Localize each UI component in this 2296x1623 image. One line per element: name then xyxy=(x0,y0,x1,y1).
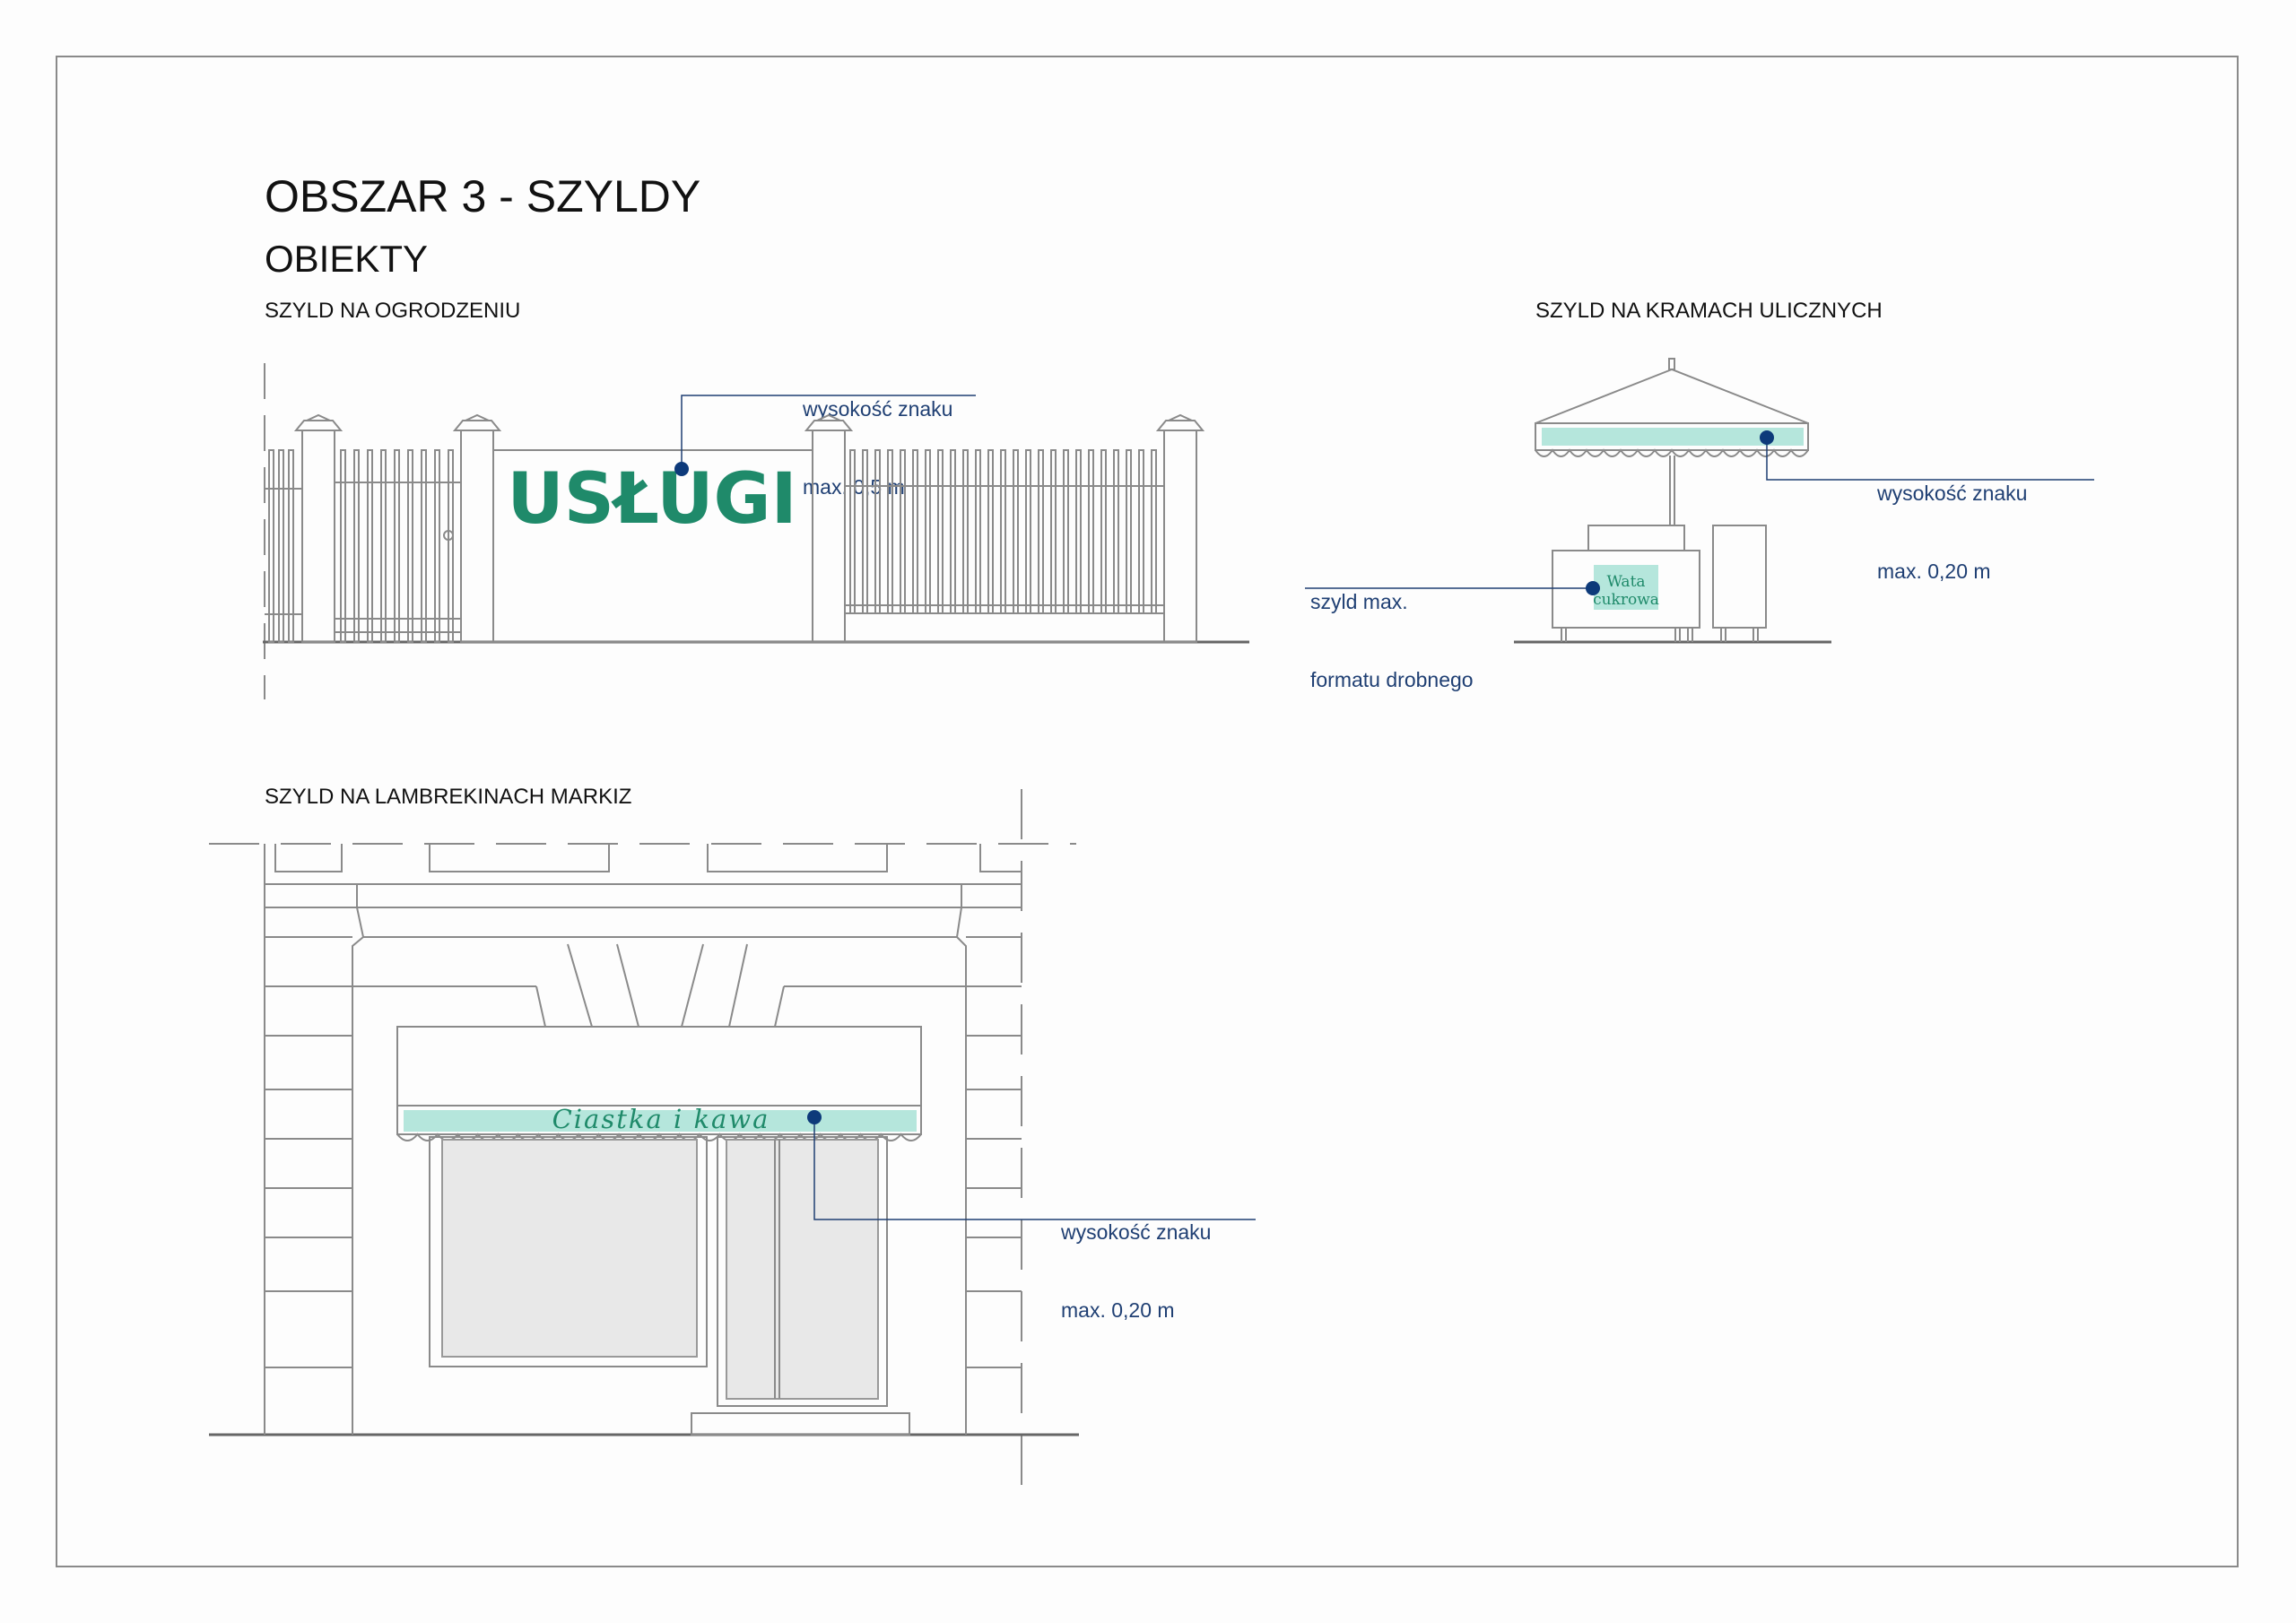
fence-picket xyxy=(912,449,918,614)
fence-picket xyxy=(937,449,944,614)
awning-sign-band xyxy=(404,1110,917,1132)
fence-drawing xyxy=(263,363,1249,699)
fence-picket xyxy=(900,449,906,614)
fence-pickets-left xyxy=(268,449,454,643)
awning-annotation: wysokość znaku max. 0,20 m xyxy=(1061,1167,1211,1350)
fence-picket xyxy=(407,449,413,643)
fence-picket xyxy=(340,449,346,643)
umbrella-canopy xyxy=(1535,368,1809,424)
section-stall-label: SZYLD NA KRAMACH ULICZNYCH xyxy=(1535,299,1883,323)
awning-annotation-line2: max. 0,20 m xyxy=(1061,1298,1175,1322)
fence-picket xyxy=(448,449,454,643)
fence-picket xyxy=(367,449,373,643)
fence-picket xyxy=(1063,449,1069,614)
fence-picket xyxy=(353,449,360,643)
stall-umbrella-annotation-line2: max. 0,20 m xyxy=(1877,560,1991,583)
stall-small-annotation: szyld max. formatu drobnego xyxy=(1310,537,1474,719)
fence-post xyxy=(1155,413,1205,643)
fence-annotation-line1: wysokość znaku xyxy=(803,397,953,421)
fence-picket xyxy=(1100,449,1107,614)
stall-sign-text-line2: cukrowa xyxy=(1593,591,1659,609)
stall-umbrella-leader-line xyxy=(1766,438,2094,481)
fence-picket xyxy=(849,449,856,614)
fence-picket xyxy=(1151,449,1157,614)
fence-picket xyxy=(1013,449,1019,614)
section-awning-label: SZYLD NA LAMBREKINACH MARKIZ xyxy=(265,785,632,809)
fence-picket xyxy=(380,449,387,643)
stall-sign-text-line1: Wata xyxy=(1606,573,1645,591)
section-fence-label: SZYLD NA OGRODZENIU xyxy=(265,299,521,323)
fence-wall-panel xyxy=(492,449,813,643)
fence-picket xyxy=(925,449,931,614)
fence-picket xyxy=(1050,449,1057,614)
fence-picket xyxy=(1025,449,1031,614)
fence-picket xyxy=(1088,449,1094,614)
fence-picket xyxy=(1138,449,1144,614)
stall-cart xyxy=(1552,550,1700,629)
stall-cabinet xyxy=(1712,525,1767,629)
shop-window xyxy=(429,1136,708,1367)
umbrella-sign-band xyxy=(1542,428,1804,446)
stall-umbrella-marker-dot xyxy=(1760,430,1774,445)
stall-sign-plate xyxy=(1594,565,1658,610)
fence-picket xyxy=(1000,449,1006,614)
fence-picket xyxy=(268,449,274,643)
drawing-frame xyxy=(56,56,2239,1567)
page-title: OBSZAR 3 - SZYLDY xyxy=(265,171,701,221)
umbrella-valance xyxy=(1535,448,1809,457)
page-subtitle: OBIEKTY xyxy=(265,238,429,280)
awning-sign-text: Ciastka i kawa xyxy=(552,1104,770,1134)
fence-leader-line xyxy=(681,395,976,469)
fence-picket xyxy=(1038,449,1044,614)
awning-annotation-line1: wysokość znaku xyxy=(1061,1220,1212,1244)
stall-small-annotation-line1: szyld max. xyxy=(1310,590,1408,613)
door-step xyxy=(691,1412,910,1436)
fence-pickets-right xyxy=(849,449,1157,614)
stall-small-marker-dot xyxy=(1586,581,1600,595)
fence-post xyxy=(293,413,344,643)
fence-sign-text: USŁUGI xyxy=(507,459,796,540)
fence-picket xyxy=(288,449,294,643)
fence-picket xyxy=(962,449,969,614)
fence-picket xyxy=(874,449,881,614)
fence-picket xyxy=(434,449,440,643)
fence-picket xyxy=(421,449,427,643)
awning-marker-dot xyxy=(807,1110,822,1124)
fence-picket xyxy=(1126,449,1132,614)
fence-picket xyxy=(987,449,994,614)
awning-box xyxy=(396,1026,922,1107)
stall-umbrella-annotation-line1: wysokość znaku xyxy=(1877,482,2028,505)
fence-marker-dot xyxy=(674,462,689,476)
shop-door xyxy=(717,1136,888,1407)
fence-picket xyxy=(278,449,284,643)
stall-umbrella-annotation: wysokość znaku max. 0,20 m xyxy=(1877,429,2027,611)
shopfront-drawing xyxy=(209,789,1079,1490)
awning-leader-line xyxy=(813,1117,1256,1220)
fence-picket xyxy=(1075,449,1082,614)
fence-picket xyxy=(862,449,868,614)
stall-drawing xyxy=(1514,358,1831,644)
stall-small-annotation-line2: formatu drobnego xyxy=(1310,668,1474,691)
fence-picket xyxy=(887,449,893,614)
fence-picket xyxy=(394,449,400,643)
fence-picket xyxy=(975,449,981,614)
fence-picket xyxy=(950,449,956,614)
fence-picket xyxy=(1113,449,1119,614)
